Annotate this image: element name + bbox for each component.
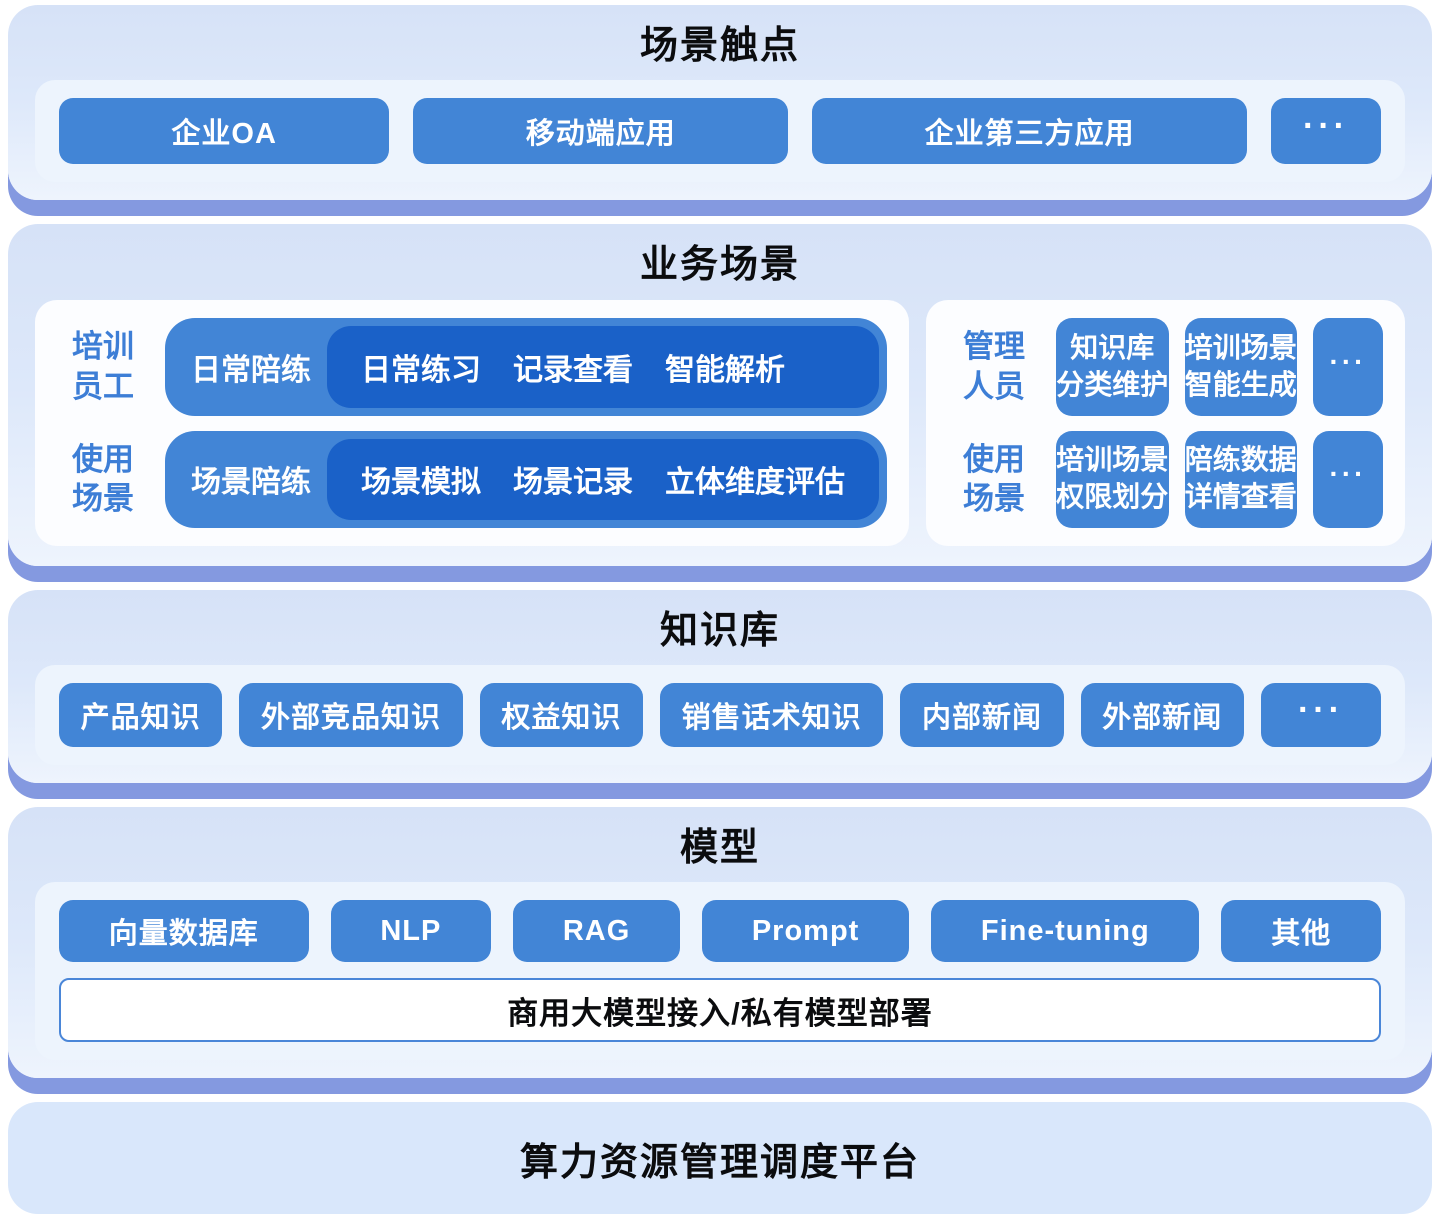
panel-scene-touchpoints: 场景触点 企业OA 移动端应用 企业第三方应用 ··· xyxy=(8,5,1432,200)
item-multidimensional-evaluation: 立体维度评估 xyxy=(665,466,845,500)
button-sales-script-knowledge: 销售话术知识 xyxy=(659,683,884,747)
button-sparring-data-detail: 陪练数据 详情查看 xyxy=(1184,430,1297,528)
panel-model: 模型 向量数据库 NLP RAG Prompt Fine-tuning 其他 商… xyxy=(8,807,1432,1078)
button-competitor-knowledge: 外部竞品知识 xyxy=(239,683,463,747)
pill-daily-sparring: 日常陪练 日常练习 记录查看 智能解析 xyxy=(165,318,887,416)
knowledge-tray: 产品知识 外部竞品知识 权益知识 销售话术知识 内部新闻 外部新闻 ··· xyxy=(35,665,1405,765)
row-scene-sparring: 使用 场景 场景陪练 场景模拟 场景记录 立体维度评估 xyxy=(57,430,887,528)
button-mobile-app: 移动端应用 xyxy=(413,98,789,164)
button-training-scene-generation: 培训场景 智能生成 xyxy=(1184,318,1297,416)
item-scene-simulation: 场景模拟 xyxy=(361,466,481,500)
touchpoints-tray: 企业OA 移动端应用 企业第三方应用 ··· xyxy=(35,80,1405,182)
item-scene-record: 场景记录 xyxy=(513,466,633,500)
ellipsis-icon: ··· xyxy=(1313,318,1383,416)
card-training-staff-scenarios: 培训 员工 日常陪练 日常练习 记录查看 智能解析 使用 场景 场景陪练 xyxy=(35,300,909,546)
button-line: 培训场景 xyxy=(1184,331,1297,363)
button-internal-news: 内部新闻 xyxy=(900,683,1064,747)
pill-label-scene-sparring: 场景陪练 xyxy=(191,466,311,500)
button-line: 分类维护 xyxy=(1056,368,1169,400)
pill-inner-scene-sparring: 场景模拟 场景记录 立体维度评估 xyxy=(327,438,879,520)
pill-label-daily-sparring: 日常陪练 xyxy=(191,353,311,387)
section-title-touchpoints: 场景触点 xyxy=(639,25,800,67)
button-line: 权限划分 xyxy=(1056,481,1169,513)
row-manager-tools: 管理 人员 知识库 分类维护 培训场景 智能生成 ··· xyxy=(948,318,1383,416)
banner-model-access-deployment: 商用大模型接入/私有模型部署 xyxy=(59,978,1381,1042)
pill-scene-sparring: 场景陪练 场景模拟 场景记录 立体维度评估 xyxy=(165,430,887,528)
knowledge-row: 产品知识 外部竞品知识 权益知识 销售话术知识 内部新闻 外部新闻 ··· xyxy=(59,683,1381,747)
button-other: 其他 xyxy=(1221,900,1382,962)
business-cards-row: 培训 员工 日常陪练 日常练习 记录查看 智能解析 使用 场景 场景陪练 xyxy=(35,300,1405,546)
button-fine-tuning: Fine-tuning xyxy=(931,900,1200,962)
button-nlp: NLP xyxy=(330,900,492,962)
button-prompt: Prompt xyxy=(702,900,910,962)
panel-knowledge-base: 知识库 产品知识 外部竞品知识 权益知识 销售话术知识 内部新闻 外部新闻 ··… xyxy=(8,590,1432,783)
button-line: 智能生成 xyxy=(1184,368,1297,400)
button-enterprise-oa: 企业OA xyxy=(59,98,390,164)
button-product-knowledge: 产品知识 xyxy=(59,683,223,747)
model-tray: 向量数据库 NLP RAG Prompt Fine-tuning 其他 商用大模… xyxy=(35,882,1405,1060)
button-kb-category-maintenance: 知识库 分类维护 xyxy=(1056,318,1169,416)
card-manager-scenarios: 管理 人员 知识库 分类维护 培训场景 智能生成 ··· 使用 场景 培训场景 xyxy=(926,300,1405,546)
button-line: 陪练数据 xyxy=(1184,444,1297,476)
ellipsis-icon: ··· xyxy=(1313,430,1383,528)
model-row: 向量数据库 NLP RAG Prompt Fine-tuning 其他 xyxy=(59,900,1382,962)
button-line: 培训场景 xyxy=(1056,444,1169,476)
row-daily-sparring: 培训 员工 日常陪练 日常练习 记录查看 智能解析 xyxy=(57,318,887,416)
item-smart-analysis: 智能解析 xyxy=(665,353,785,387)
item-record-view: 记录查看 xyxy=(513,353,633,387)
row-manager-usage: 使用 场景 培训场景 权限划分 陪练数据 详情查看 ··· xyxy=(948,430,1383,528)
pill-inner-daily-sparring: 日常练习 记录查看 智能解析 xyxy=(327,326,879,408)
button-line: 详情查看 xyxy=(1184,481,1297,513)
label-usage-scenarios-left: 使用 场景 xyxy=(72,441,134,517)
ellipsis-icon: ··· xyxy=(1270,98,1381,164)
section-title-knowledge: 知识库 xyxy=(659,610,780,652)
button-third-party-app: 企业第三方应用 xyxy=(812,98,1247,164)
item-daily-practice: 日常练习 xyxy=(361,353,481,387)
platform-bar-computing-resources: 算力资源管理调度平台 xyxy=(8,1102,1432,1214)
touchpoints-row: 企业OA 移动端应用 企业第三方应用 ··· xyxy=(59,98,1381,164)
ellipsis-icon: ··· xyxy=(1260,683,1381,747)
button-rag: RAG xyxy=(513,900,681,962)
button-line: 知识库 xyxy=(1070,331,1155,363)
panel-business-scenarios: 业务场景 培训 员工 日常陪练 日常练习 记录查看 智能解析 使用 场景 xyxy=(8,224,1432,566)
label-managers: 管理 人员 xyxy=(963,329,1025,404)
section-title-model: 模型 xyxy=(679,827,760,869)
button-external-news: 外部新闻 xyxy=(1080,683,1244,747)
button-training-scene-permission: 培训场景 权限划分 xyxy=(1056,430,1169,528)
button-vector-database: 向量数据库 xyxy=(59,900,309,962)
button-benefits-knowledge: 权益知识 xyxy=(479,683,643,747)
label-training-staff: 培训 员工 xyxy=(72,329,134,404)
section-title-business: 业务场景 xyxy=(639,244,800,286)
label-usage-scenarios-right: 使用 场景 xyxy=(963,441,1025,517)
